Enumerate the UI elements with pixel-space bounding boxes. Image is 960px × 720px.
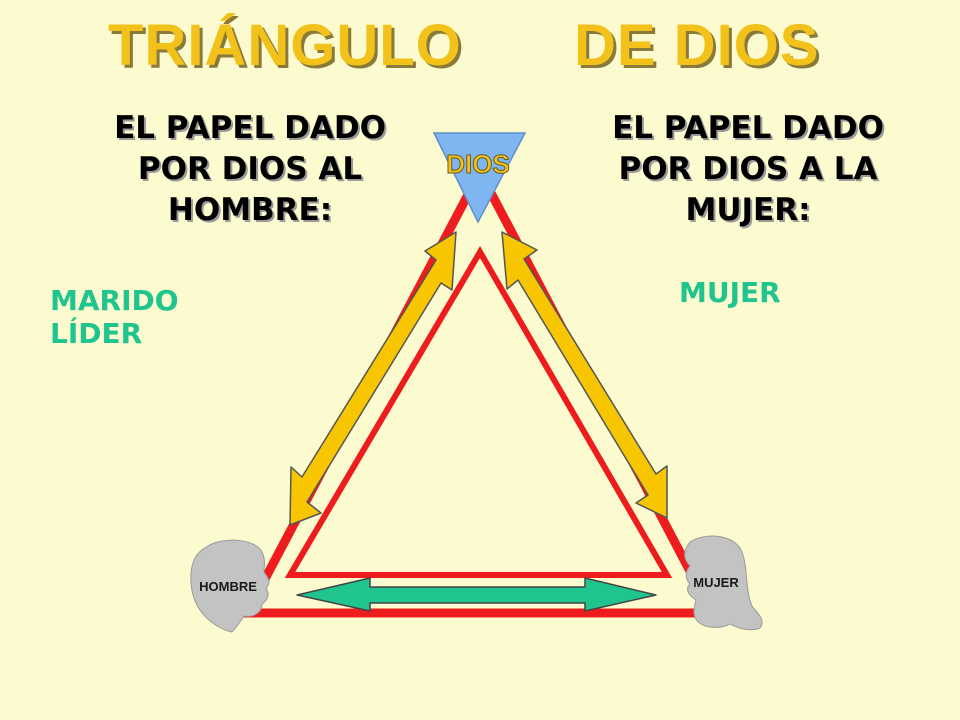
dios-triangle-icon bbox=[432, 132, 527, 224]
mujer-vertex-label: MUJER bbox=[693, 575, 739, 590]
lider-label: LÍDER bbox=[50, 317, 143, 350]
dios-label: DIOS bbox=[446, 149, 510, 179]
man-heading-line-3: HOMBRE: bbox=[167, 192, 333, 228]
bottom-double-arrow-icon bbox=[296, 577, 657, 612]
woman-heading-line-3: MUJER: bbox=[685, 192, 811, 228]
title-triangulo: TRIÁNGULO bbox=[108, 13, 462, 78]
man-heading-line-1: EL PAPEL DADO bbox=[114, 110, 386, 146]
inner-triangle bbox=[284, 246, 673, 578]
left-double-arrow-icon bbox=[289, 231, 457, 526]
woman-heading-line-1: EL PAPEL DADO bbox=[612, 110, 884, 146]
mujer-side-label: MUJER bbox=[679, 276, 781, 309]
marido-label: MARIDO bbox=[50, 284, 179, 317]
man-role-heading: EL PAPEL DADO POR DIOS AL HOMBRE: bbox=[70, 108, 430, 231]
man-head-icon bbox=[190, 539, 270, 633]
title-de-dios: DE DIOS bbox=[574, 13, 820, 78]
right-double-arrow-icon bbox=[501, 231, 668, 519]
woman-role-heading: EL PAPEL DADO POR DIOS A LA MUJER: bbox=[568, 108, 928, 231]
man-heading-line-2: POR DIOS AL bbox=[137, 151, 363, 187]
outer-triangle bbox=[239, 162, 720, 618]
hombre-label: HOMBRE bbox=[199, 579, 257, 594]
woman-head-icon bbox=[684, 535, 763, 631]
woman-heading-line-2: POR DIOS A LA bbox=[618, 151, 878, 187]
